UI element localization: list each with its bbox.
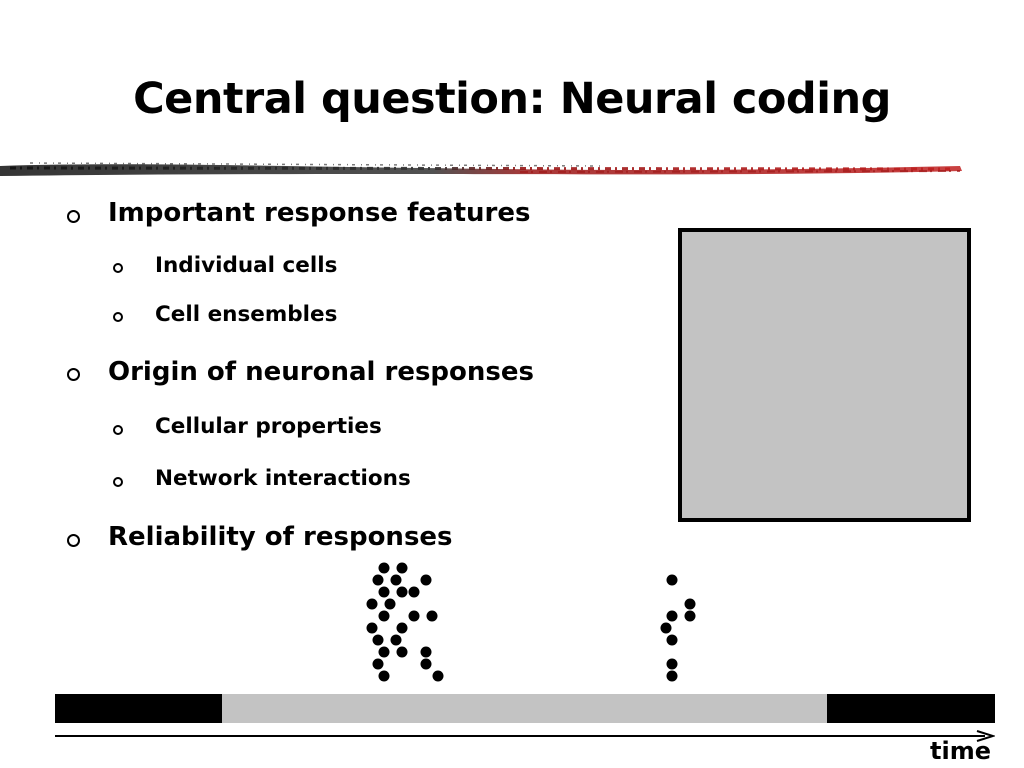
- sub-bullet-1-2: Cell ensembles: [155, 302, 338, 327]
- slide-title: Central question: Neural coding: [133, 74, 891, 124]
- spike-dot: [666, 610, 678, 622]
- bullet-marker-1: [67, 210, 80, 223]
- spike-dot: [666, 670, 678, 682]
- spike-dot: [420, 646, 432, 658]
- bullet-2: Origin of neuronal responses: [108, 357, 535, 387]
- spike-dot: [684, 598, 696, 610]
- spike-dot: [684, 610, 696, 622]
- spike-dot: [396, 562, 408, 574]
- spike-dot: [372, 634, 384, 646]
- sub-bullet-2-2: Network interactions: [155, 466, 411, 491]
- spike-dot: [426, 610, 438, 622]
- bullet-1: Important response features: [108, 198, 531, 228]
- sub-bullet-marker-1-1: [113, 263, 123, 273]
- spike-dot: [408, 586, 420, 598]
- brush-stroke-divider: [0, 162, 962, 176]
- sub-bullet-1-1: Individual cells: [155, 253, 338, 278]
- spike-dot: [396, 646, 408, 658]
- spike-dot: [666, 574, 678, 586]
- spike-dot: [666, 658, 678, 670]
- spike-dot: [396, 622, 408, 634]
- bullet-marker-2: [67, 368, 80, 381]
- timeline-off-segment-left: [55, 694, 222, 723]
- spike-dot: [660, 622, 672, 634]
- time-axis-arrow: [55, 730, 995, 742]
- timeline-off-segment-right: [827, 694, 995, 723]
- bullet-marker-3: [67, 534, 80, 547]
- spike-dot: [390, 574, 402, 586]
- time-axis-label: time: [930, 737, 991, 765]
- spike-dot: [366, 622, 378, 634]
- spike-dot: [420, 658, 432, 670]
- sub-bullet-2-1: Cellular properties: [155, 414, 382, 439]
- stimulus-box: [678, 228, 971, 522]
- sub-bullet-marker-1-2: [113, 312, 123, 322]
- sub-bullet-marker-2-2: [113, 477, 123, 487]
- spike-dot: [378, 586, 390, 598]
- spike-dot: [420, 574, 432, 586]
- stimulus-timeline-bar: [55, 694, 995, 723]
- bullet-3: Reliability of responses: [108, 522, 453, 552]
- spike-dot: [390, 634, 402, 646]
- spike-dot: [372, 574, 384, 586]
- spike-dot: [432, 670, 444, 682]
- spike-dot: [378, 670, 390, 682]
- spike-dot: [366, 598, 378, 610]
- spike-dot: [666, 634, 678, 646]
- spike-dot: [408, 610, 420, 622]
- spike-dot: [378, 646, 390, 658]
- spike-dot: [384, 598, 396, 610]
- spike-dot: [396, 586, 408, 598]
- spike-dot: [372, 658, 384, 670]
- sub-bullet-marker-2-1: [113, 425, 123, 435]
- spike-dot: [378, 610, 390, 622]
- spike-dot: [378, 562, 390, 574]
